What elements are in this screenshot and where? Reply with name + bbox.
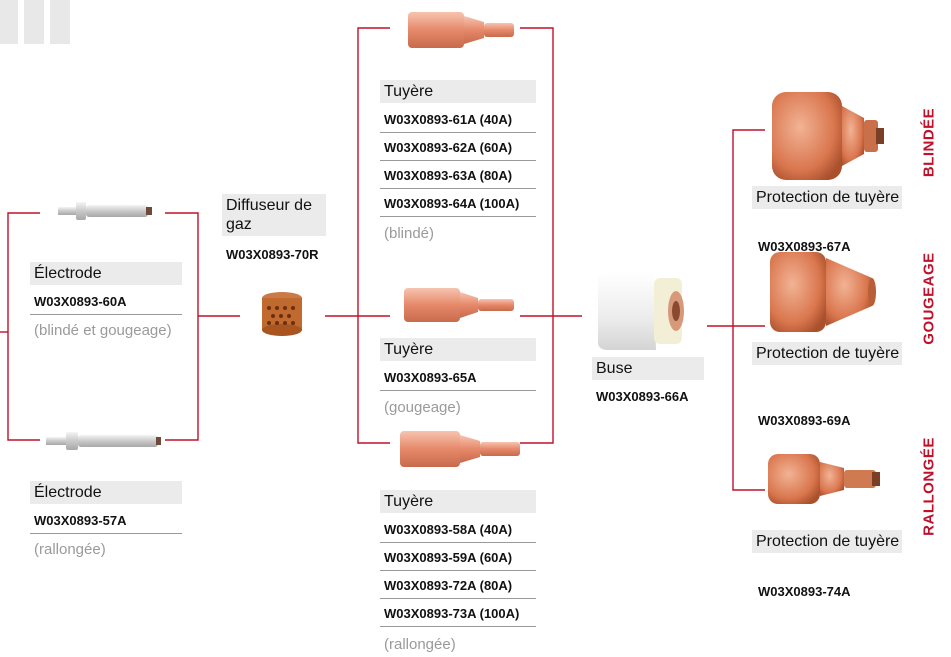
nozzle-code: W03X0893-61A (40A) (380, 108, 536, 133)
shield-title: Protection de tuyère (752, 342, 902, 365)
nozzle-code: W03X0893-72A (80A) (380, 574, 536, 599)
shield-image (770, 252, 876, 332)
cup-title: Buse (592, 357, 704, 380)
decorative-block-2 (24, 0, 44, 44)
nozzle-image (408, 12, 514, 48)
shield-image (772, 92, 884, 180)
nozzle-note: (gougeage) (384, 399, 461, 416)
nozzle-code: W03X0893-65A (380, 366, 536, 391)
shield-code: W03X0893-67A (758, 239, 851, 254)
shield-image (768, 454, 880, 504)
nozzle-title: Tuyère (380, 490, 536, 513)
nozzle-image (404, 288, 514, 322)
nozzle-note: (blindé) (384, 225, 435, 242)
electrode-image (58, 202, 152, 220)
diffuser-title: Diffuseur de gaz (222, 194, 326, 236)
electrode-title: Électrode (30, 481, 182, 504)
electrode-code: W03X0893-57A (30, 509, 182, 534)
cup-image (598, 272, 684, 350)
category-label-shielded: BLINDÉE (920, 107, 938, 178)
diffuser-image (262, 292, 302, 336)
nozzle-code: W03X0893-62A (60A) (380, 136, 536, 161)
shield-title: Protection de tuyère (752, 530, 902, 553)
electrode-note: (rallongée) (34, 541, 106, 558)
nozzle-note: (rallongée) (384, 636, 456, 653)
decorative-block-1 (0, 0, 18, 44)
nozzle-title: Tuyère (380, 80, 536, 103)
shield-code: W03X0893-74A (758, 584, 851, 599)
shield-code: W03X0893-69A (758, 413, 851, 428)
cup-code: W03X0893-66A (596, 389, 689, 404)
diffuser-code: W03X0893-70R (226, 247, 319, 262)
nozzle-code: W03X0893-73A (100A) (380, 602, 536, 627)
nozzle-title: Tuyère (380, 338, 536, 361)
shield-title: Protection de tuyère (752, 186, 902, 209)
nozzle-code: W03X0893-59A (60A) (380, 546, 536, 571)
nozzle-code: W03X0893-64A (100A) (380, 192, 536, 217)
category-label-gouging: GOUGEAGE (920, 252, 938, 345)
electrode-title: Électrode (30, 262, 182, 285)
category-label-extended: RALLONGÉE (920, 437, 938, 536)
nozzle-image (400, 431, 520, 467)
electrode-note: (blindé et gougeage) (34, 322, 172, 339)
electrode-code: W03X0893-60A (30, 290, 182, 315)
nozzle-code: W03X0893-63A (80A) (380, 164, 536, 189)
nozzle-code: W03X0893-58A (40A) (380, 518, 536, 543)
electrode-image (46, 432, 161, 450)
decorative-block-3 (50, 0, 70, 44)
